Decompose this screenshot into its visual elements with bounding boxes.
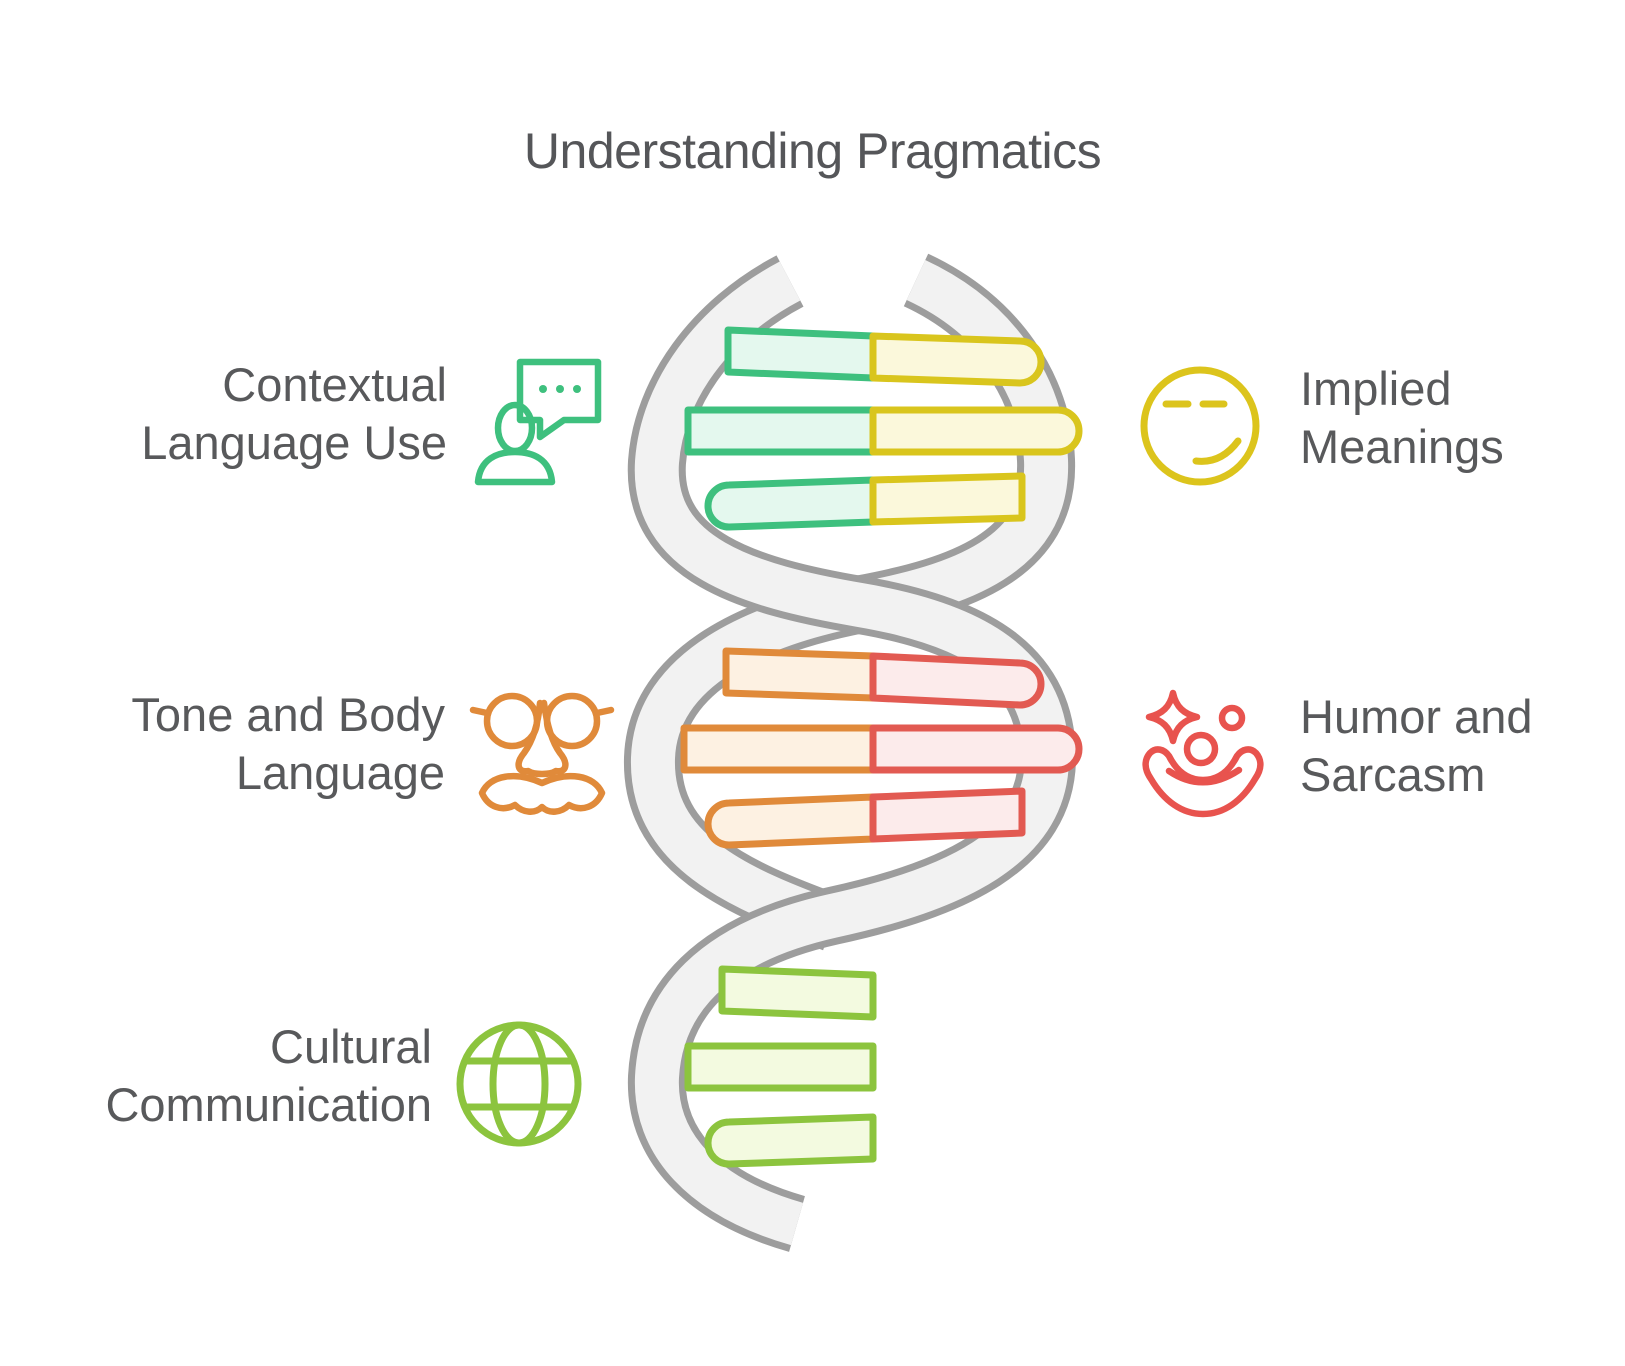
person-speech-bubble-icon [474,358,602,486]
mustache-shape [478,773,606,815]
label-line: Humor and [1300,690,1533,743]
label-humor-and-sarcasm: Humor and Sarcasm [1300,688,1533,804]
label-line: Meanings [1300,420,1504,473]
rung-yellow [869,406,1083,456]
clown-face-icon [1142,689,1264,818]
mouth-crease-shape [1165,766,1243,786]
label-implied-meanings: Implied Meanings [1300,360,1504,476]
rung-red [869,787,1026,843]
rung-group-lime [684,965,877,1168]
label-line: Language [235,746,445,799]
label-line: Language Use [141,416,447,469]
rung-orange [722,647,877,702]
label-line: Tone and Body [131,688,445,741]
clown-nose-shape [1183,731,1219,767]
small-dot-shape [1218,704,1246,732]
rung-orange [704,793,877,849]
rung-green [704,476,877,531]
label-line: Contextual [222,358,447,411]
speech-dot [539,385,547,393]
face-outline-shape [1140,366,1260,486]
nose-shape [515,699,569,778]
globe-outline-shape [456,1021,582,1147]
rung-yellow [869,332,1045,387]
label-cultural-communication: Cultural Communication [105,1018,432,1134]
person-head-shape [494,401,536,455]
label-tone-and-body-language: Tone and Body Language [131,686,445,802]
smirking-face-icon [1140,366,1260,486]
rung-orange [680,724,877,774]
globe-icon [456,1021,582,1147]
rung-red [869,652,1045,709]
rung-group-green-yellow [684,326,1083,531]
label-contextual-language-use: Contextual Language Use [141,356,447,472]
smile-crescent-shape [1142,746,1264,818]
rung-yellow [869,472,1026,526]
label-line: Cultural [270,1020,432,1073]
label-line: Communication [105,1078,432,1131]
right-temple-shape [593,706,615,717]
speech-dot [556,385,564,393]
person-shoulders-shape [474,448,556,486]
page-title: Understanding Pragmatics [523,123,1102,179]
globe-meridian-shape [489,1021,549,1147]
rung-lime [718,965,877,1021]
left-temple-shape [469,706,491,717]
rung-group-orange-red [680,647,1083,849]
rung-green [684,406,877,456]
speech-dot [573,385,581,393]
label-line: Implied [1300,362,1452,415]
rung-lime [684,1042,877,1092]
rung-red [869,724,1083,774]
label-line: Sarcasm [1300,748,1486,801]
disguise-glasses-icon [469,692,615,815]
rung-lime [704,1113,877,1168]
sparkle-shape [1145,689,1201,745]
smirk-mouth-shape [1192,437,1242,465]
rung-green [724,326,877,382]
speech-bubble-shape [516,358,602,441]
